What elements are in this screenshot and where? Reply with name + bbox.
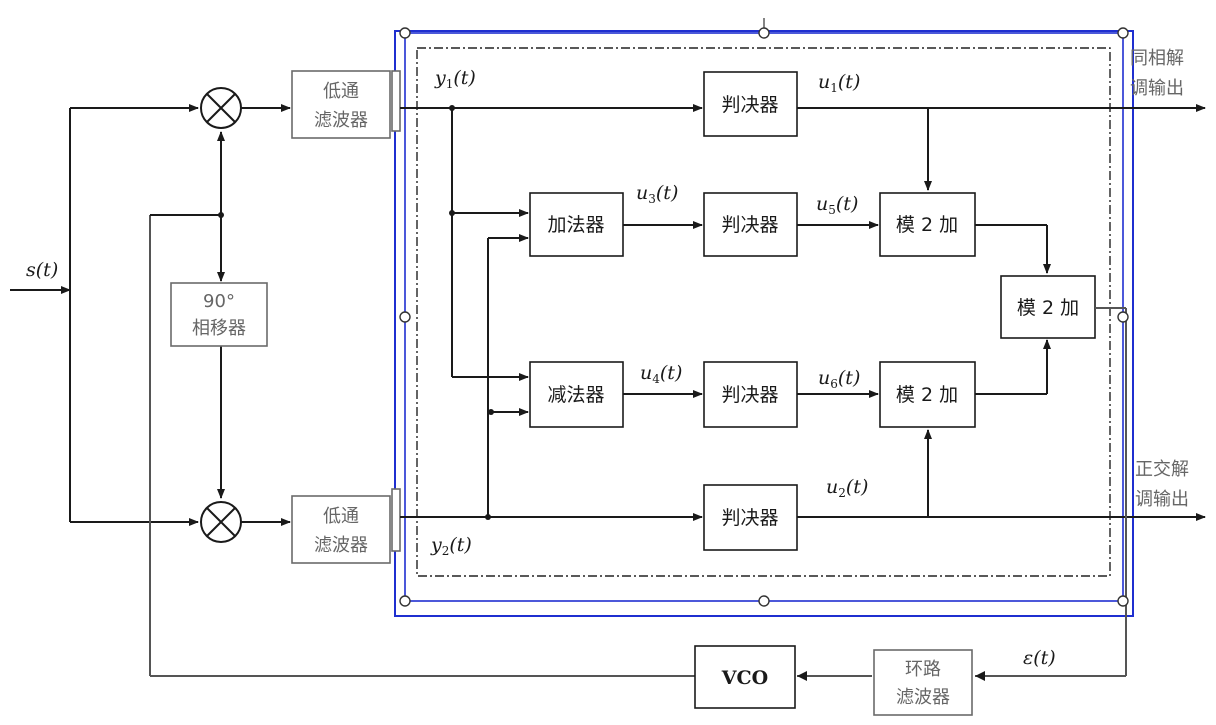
- svg-text:90°: 90°: [203, 291, 235, 312]
- decider-2-block: 判决器: [703, 484, 798, 551]
- decider-3-block: 判决器: [703, 192, 798, 257]
- svg-text:判决器: 判决器: [721, 94, 778, 116]
- svg-text:相移器: 相移器: [192, 318, 246, 339]
- mod2-c-block: 模 2 加: [1000, 275, 1096, 339]
- vco-block: VCO: [694, 645, 796, 709]
- svg-text:正交解: 正交解: [1135, 459, 1189, 480]
- svg-text:低通: 低通: [323, 506, 359, 527]
- selection-handles[interactable]: [399, 18, 1129, 607]
- svg-text:模 2 加: 模 2 加: [896, 214, 958, 236]
- signal-u3-label: u3(t): [636, 182, 678, 206]
- svg-text:滤波器: 滤波器: [896, 687, 950, 708]
- signal-u6-label: u6(t): [818, 367, 860, 391]
- signal-s-label: s(t): [26, 259, 58, 281]
- phase-shifter-block: 90° 相移器: [170, 282, 268, 347]
- signal-u2-label: u2(t): [826, 476, 868, 500]
- svg-text:模 2 加: 模 2 加: [1017, 297, 1079, 319]
- mod2-b-block: 模 2 加: [879, 361, 976, 428]
- svg-text:减法器: 减法器: [547, 384, 604, 406]
- y2-wires: [400, 234, 703, 521]
- svg-text:低通: 低通: [323, 81, 359, 102]
- svg-text:判决器: 判决器: [721, 214, 778, 236]
- decider-4-block: 判决器: [703, 361, 798, 428]
- svg-text:判决器: 判决器: [721, 384, 778, 406]
- lpf-top-block: 低通 滤波器: [291, 70, 391, 139]
- subtractor-block: 减法器: [529, 361, 624, 428]
- signal-u5-label: u5(t): [816, 193, 858, 217]
- svg-text:调输出: 调输出: [1135, 489, 1189, 510]
- feedback-wires: [150, 307, 1127, 681]
- signal-y2-label: y2(t): [430, 534, 472, 558]
- svg-text:模 2 加: 模 2 加: [896, 384, 958, 406]
- decider-1-block: 判决器: [703, 71, 798, 137]
- y1-wires: [400, 104, 703, 381]
- signal-error-label: ε(t): [1023, 647, 1056, 669]
- svg-text:同相解: 同相解: [1130, 48, 1184, 69]
- signal-u4-label: u4(t): [640, 362, 682, 386]
- output-quadrature-label: 正交解 调输出: [1135, 459, 1189, 510]
- svg-text:滤波器: 滤波器: [314, 110, 368, 131]
- svg-text:滤波器: 滤波器: [314, 535, 368, 556]
- lpf-bottom-block: 低通 滤波器: [291, 495, 391, 564]
- loop-filter-block: 环路 滤波器: [873, 649, 973, 716]
- input-wires: [10, 104, 199, 526]
- svg-text:VCO: VCO: [721, 667, 768, 689]
- carrier-wires: [149, 131, 225, 676]
- u2-wires: [797, 429, 1206, 521]
- mixer-bottom: [200, 501, 242, 543]
- mod2-a-block: 模 2 加: [879, 192, 976, 257]
- svg-text:加法器: 加法器: [547, 214, 604, 236]
- adder-block: 加法器: [529, 192, 624, 257]
- svg-text:环路: 环路: [905, 659, 941, 680]
- signal-y1-label: y1(t): [434, 67, 476, 91]
- dashed-group-frame: [416, 47, 1111, 577]
- svg-text:判决器: 判决器: [721, 507, 778, 529]
- u1-wires: [797, 104, 1206, 191]
- output-in-phase-label: 同相解 调输出: [1130, 48, 1184, 99]
- mixer-top: [200, 87, 242, 129]
- signal-u1-label: u1(t): [818, 71, 860, 95]
- svg-text:调输出: 调输出: [1130, 78, 1184, 99]
